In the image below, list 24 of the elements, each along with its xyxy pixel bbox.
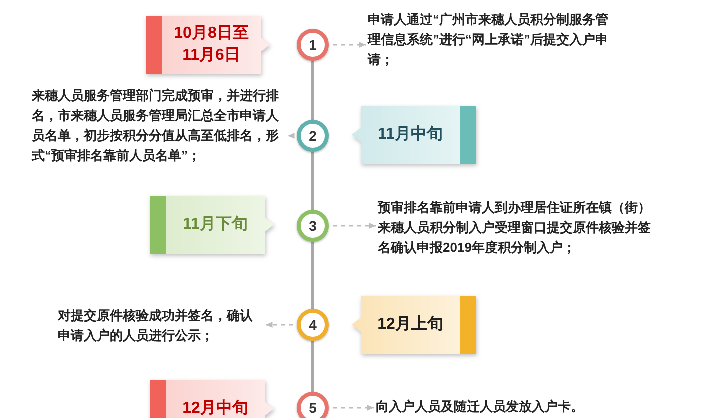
timeline-line	[312, 242, 314, 309]
step-description: 申请人通过“广州市来穗人员积分制服务管理信息系统”进行“网上承诺”后提交入户申请；	[368, 10, 612, 70]
step-description: 来穗人员服务管理部门完成预审，并进行排名，市来穗人员服务管理局汇总全市申请人员名单，初步按积分分值从高至低排名，形式“预审排名靠前人员名单”；	[32, 86, 286, 166]
date-callout: 11月中旬	[352, 106, 476, 164]
arrow	[333, 405, 374, 411]
timeline-line	[312, 152, 314, 210]
step-number: 2	[297, 120, 329, 152]
step-number: 3	[297, 210, 329, 242]
date-callout: 12月中旬	[150, 380, 274, 418]
step-description: 对提交原件核验成功并签名，确认申请入户的人员进行公示；	[58, 306, 264, 346]
step-number: 5	[297, 392, 329, 418]
arrow	[333, 42, 366, 48]
date-callout: 12月上旬	[352, 296, 476, 354]
arrow	[288, 133, 295, 139]
step-number: 1	[297, 29, 329, 61]
timeline-line	[312, 61, 314, 120]
date-callout: 11月下旬	[150, 196, 274, 254]
step-description: 预审排名靠前申请人到办理居住证所在镇（街）来穗人员积分制入户受理窗口提交原件核验并签名确认申报2019年度积分制入户；	[378, 198, 654, 258]
step-description: 向入户人员及随迁人员发放入户卡。	[376, 397, 626, 417]
date-callout: 10月8日至11月6日	[146, 16, 270, 74]
arrow	[333, 223, 376, 229]
step-number: 4	[297, 309, 329, 341]
timeline-line	[312, 341, 314, 392]
arrow	[266, 322, 293, 328]
